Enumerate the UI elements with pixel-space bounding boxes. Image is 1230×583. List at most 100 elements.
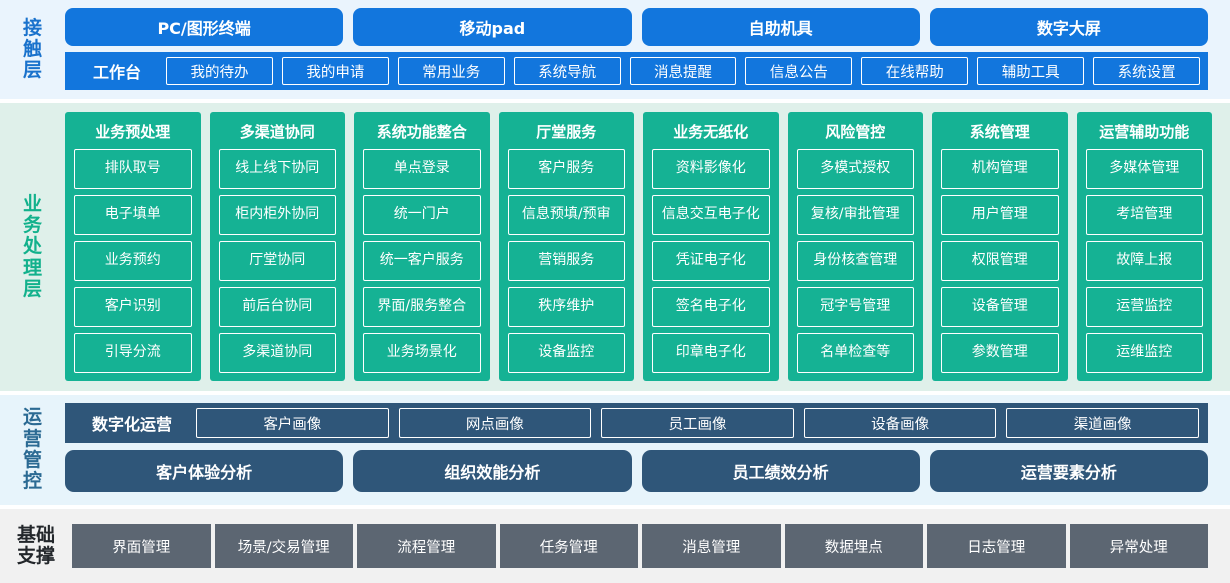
business-item[interactable]: 运营监控 — [1085, 287, 1203, 327]
business-item[interactable]: 信息预填/预审 — [507, 195, 625, 235]
layer-operations: 运 营 管 控 数字化运营 客户画像 网点画像 员工画像 设备画像 渠道画像 客… — [0, 395, 1230, 505]
business-item[interactable]: 客户服务 — [507, 149, 625, 189]
business-item[interactable]: 前后台协同 — [218, 287, 336, 327]
column-title: 系统功能整合 — [376, 122, 467, 141]
business-item[interactable]: 复核/审批管理 — [796, 195, 914, 235]
business-item[interactable]: 业务预约 — [74, 241, 192, 281]
business-item[interactable]: 身份核查管理 — [796, 241, 914, 281]
business-item[interactable]: 秩序维护 — [507, 287, 625, 327]
business-item[interactable]: 权限管理 — [941, 241, 1059, 281]
foundation-item-message-management[interactable]: 消息管理 — [642, 524, 781, 568]
column-title: 业务无纸化 — [673, 122, 749, 141]
channel-digital-screen[interactable]: 数字大屏 — [929, 8, 1208, 46]
business-item[interactable]: 故障上报 — [1085, 241, 1203, 281]
menu-item-auxiliary-tools[interactable]: 辅助工具 — [977, 57, 1085, 85]
layer-contact-body: PC/图形终端 移动pad 自助机具 数字大屏 工作台 我的待办 我的申请 常用… — [65, 0, 1230, 99]
analysis-operation-factors[interactable]: 运营要素分析 — [929, 450, 1208, 492]
analysis-employee-performance[interactable]: 员工绩效分析 — [641, 450, 920, 492]
business-item[interactable]: 设备监控 — [507, 333, 625, 373]
foundation-item-log-management[interactable]: 日志管理 — [927, 524, 1066, 568]
channel-self-service[interactable]: 自助机具 — [641, 8, 920, 46]
menu-item-my-application[interactable]: 我的申请 — [281, 57, 389, 85]
business-item[interactable]: 业务场景化 — [363, 333, 481, 373]
workbench-bar: 工作台 我的待办 我的申请 常用业务 系统导航 消息提醒 信息公告 在线帮助 辅… — [65, 52, 1208, 90]
business-column-system-management: 系统管理 机构管理 用户管理 权限管理 设备管理 参数管理 — [932, 112, 1068, 381]
foundation-item-ui-management[interactable]: 界面管理 — [72, 524, 211, 568]
business-item[interactable]: 凭证电子化 — [652, 241, 770, 281]
business-item[interactable]: 多渠道协同 — [218, 333, 336, 373]
column-title: 多渠道协同 — [239, 122, 315, 141]
business-item[interactable]: 考培管理 — [1085, 195, 1203, 235]
business-item[interactable]: 厅堂协同 — [218, 241, 336, 281]
layer-business: 业 务 处 理 层 业务预处理 排队取号 电子填单 业务预约 客户识别 引导分流 — [0, 103, 1230, 391]
foundation-item-scene-transaction-management[interactable]: 场景/交易管理 — [214, 524, 353, 568]
layer-operations-label-line-2: 营 — [22, 427, 42, 450]
foundation-item-exception-handling[interactable]: 异常处理 — [1069, 524, 1208, 568]
foundation-row: 界面管理 场景/交易管理 流程管理 任务管理 消息管理 数据埋点 日志管理 异常… — [72, 524, 1208, 568]
menu-item-system-navigation[interactable]: 系统导航 — [513, 57, 621, 85]
workbench-title: 工作台 — [93, 63, 142, 82]
layer-foundation-body: 界面管理 场景/交易管理 流程管理 任务管理 消息管理 数据埋点 日志管理 异常… — [72, 509, 1230, 583]
column-items: 多模式授权 复核/审批管理 身份核查管理 冠字号管理 名单检查等 — [796, 149, 914, 373]
business-item[interactable]: 统一客户服务 — [363, 241, 481, 281]
layer-foundation-label: 基础 支撑 — [0, 509, 72, 583]
menu-item-announcement[interactable]: 信息公告 — [745, 57, 853, 85]
digital-operations-title: 数字化运营 — [92, 415, 173, 434]
menu-item-common-business[interactable]: 常用业务 — [397, 57, 505, 85]
menu-item-message-reminder[interactable]: 消息提醒 — [629, 57, 737, 85]
layer-business-label-line-5: 层 — [22, 277, 42, 300]
menu-item-online-help[interactable]: 在线帮助 — [861, 57, 969, 85]
business-item[interactable]: 信息交互电子化 — [652, 195, 770, 235]
analysis-organizational-efficiency[interactable]: 组织效能分析 — [353, 450, 632, 492]
column-items: 多媒体管理 考培管理 故障上报 运营监控 运维监控 — [1085, 149, 1203, 373]
business-item[interactable]: 线上线下协同 — [218, 149, 336, 189]
channel-mobile-pad[interactable]: 移动pad — [353, 8, 632, 46]
business-item[interactable]: 签名电子化 — [652, 287, 770, 327]
column-title: 风险管控 — [825, 122, 886, 141]
business-item[interactable]: 排队取号 — [74, 149, 192, 189]
business-item[interactable]: 引导分流 — [74, 333, 192, 373]
menu-item-system-settings[interactable]: 系统设置 — [1093, 57, 1201, 85]
business-item[interactable]: 用户管理 — [941, 195, 1059, 235]
business-item[interactable]: 界面/服务整合 — [363, 287, 481, 327]
portrait-customer[interactable]: 客户画像 — [196, 408, 389, 438]
business-column-system-integration: 系统功能整合 单点登录 统一门户 统一客户服务 界面/服务整合 业务场景化 — [354, 112, 490, 381]
column-items: 排队取号 电子填单 业务预约 客户识别 引导分流 — [74, 149, 192, 373]
business-item[interactable]: 多媒体管理 — [1085, 149, 1203, 189]
business-column-preprocessing: 业务预处理 排队取号 电子填单 业务预约 客户识别 引导分流 — [65, 112, 201, 381]
business-item[interactable]: 客户识别 — [74, 287, 192, 327]
business-item[interactable]: 营销服务 — [507, 241, 625, 281]
business-item[interactable]: 柜内柜外协同 — [218, 195, 336, 235]
portrait-branch[interactable]: 网点画像 — [398, 408, 592, 438]
column-items: 单点登录 统一门户 统一客户服务 界面/服务整合 业务场景化 — [363, 149, 481, 373]
channel-row: PC/图形终端 移动pad 自助机具 数字大屏 — [65, 8, 1208, 46]
business-item[interactable]: 运维监控 — [1085, 333, 1203, 373]
business-item[interactable]: 电子填单 — [74, 195, 192, 235]
column-title: 厅堂服务 — [536, 122, 597, 141]
channel-pc[interactable]: PC/图形终端 — [65, 8, 344, 46]
foundation-item-data-tracking[interactable]: 数据埋点 — [784, 524, 923, 568]
analysis-customer-experience[interactable]: 客户体验分析 — [65, 450, 344, 492]
business-item[interactable]: 多模式授权 — [796, 149, 914, 189]
business-item[interactable]: 名单检查等 — [796, 333, 914, 373]
layer-operations-label: 运 营 管 控 — [0, 395, 65, 505]
menu-item-my-todo[interactable]: 我的待办 — [166, 57, 273, 85]
portrait-channel[interactable]: 渠道画像 — [1006, 408, 1199, 438]
layer-foundation: 基础 支撑 界面管理 场景/交易管理 流程管理 任务管理 消息管理 数据埋点 日… — [0, 509, 1230, 583]
business-item[interactable]: 印章电子化 — [652, 333, 770, 373]
foundation-item-process-management[interactable]: 流程管理 — [357, 524, 496, 568]
business-item[interactable]: 机构管理 — [941, 149, 1059, 189]
business-item[interactable]: 冠字号管理 — [796, 287, 914, 327]
layer-business-label-line-3: 处 — [22, 235, 42, 258]
portrait-device[interactable]: 设备画像 — [803, 408, 997, 438]
column-title: 业务预处理 — [95, 122, 171, 141]
layer-foundation-label-line-1: 基础 — [16, 523, 55, 546]
portrait-employee[interactable]: 员工画像 — [601, 408, 794, 438]
business-item[interactable]: 统一门户 — [363, 195, 481, 235]
business-item[interactable]: 资料影像化 — [652, 149, 770, 189]
foundation-item-task-management[interactable]: 任务管理 — [499, 524, 638, 568]
business-item[interactable]: 单点登录 — [363, 149, 481, 189]
business-item[interactable]: 设备管理 — [941, 287, 1059, 327]
business-item[interactable]: 参数管理 — [941, 333, 1059, 373]
